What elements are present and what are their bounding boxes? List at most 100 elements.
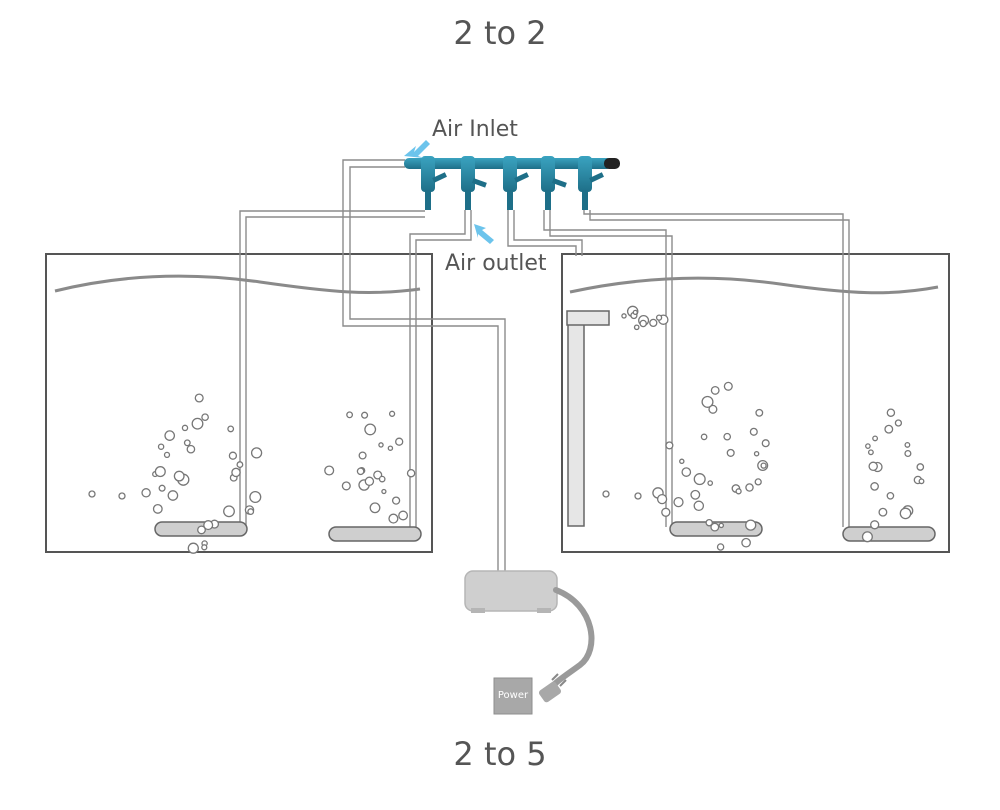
left-water-surface [54,274,421,294]
heater-clip [566,310,610,326]
valve-2 [461,156,475,192]
valve-nozzle-5 [582,190,588,210]
bubble [639,319,647,328]
bubble [700,433,708,441]
bubble [918,478,925,485]
bubble [679,458,685,465]
bubble [693,500,705,512]
bubble [701,395,714,408]
bubble [878,507,888,517]
power-box [493,677,533,715]
bubble [247,508,255,516]
bubble [158,484,166,492]
bubble [183,439,191,447]
bubble [899,507,912,520]
bubble [707,480,714,486]
bubble [167,490,179,501]
air-pump-foot-right [537,608,551,613]
bubble [203,520,214,531]
bubble [163,451,171,459]
right-water-surface [569,276,939,295]
bubble [865,443,871,449]
valve-1 [421,156,435,192]
bubble [755,408,764,417]
bubble [369,502,381,514]
bubble [173,470,185,482]
bubble [884,424,894,434]
bubble [181,424,189,432]
valve-5 [578,156,592,192]
bubble [708,404,718,414]
bubble [716,543,725,551]
bubble [693,473,706,486]
inlet-arrow [404,140,430,158]
bubble [223,505,235,518]
bubble [681,467,692,477]
bubble [364,423,377,436]
bubble [621,313,627,319]
bubble [868,461,878,472]
bubble [710,385,720,395]
bubble [870,482,879,491]
bubble [723,381,733,391]
bubble [754,478,762,486]
bubble [164,430,176,441]
bubble [201,413,209,422]
bubble [191,417,204,430]
bubble [753,450,760,457]
bubble [398,510,409,521]
outlet-arrow [474,224,494,244]
bubble [201,544,208,551]
bubble [904,441,911,448]
air-stones [154,521,936,542]
bubble [690,489,701,500]
bubble [391,496,401,505]
valve-knob-3 [514,172,529,183]
bubble [194,393,204,403]
bubble [632,309,638,316]
bubble [227,425,235,433]
valve-knob-4 [551,178,567,188]
air-pump [464,570,558,612]
valve-nozzle-2 [465,190,471,210]
bubble [870,520,880,530]
air-pump-foot-left [471,608,485,613]
bubble [186,444,196,454]
bubble [705,518,713,527]
air-stone-left-2 [328,526,422,542]
bubble [388,410,396,417]
bubble [649,318,658,328]
bubble [745,519,757,531]
bubble [867,449,874,456]
left-tank [45,253,433,553]
bubble [378,442,384,448]
air-stone-right-2 [842,526,936,542]
bubble [231,467,241,478]
bubble [886,408,896,417]
bubble [673,496,684,508]
bubble [388,513,399,524]
power-plug [538,673,567,703]
title-top: 2 to 2 [453,14,547,52]
bubble [236,461,244,469]
valve-nozzle-1 [425,190,431,210]
bubble [634,492,642,500]
valve-3 [503,156,517,192]
title-bottom: 2 to 5 [453,735,547,773]
bubble [341,481,351,491]
air-inlet-label: Air Inlet [432,117,518,142]
bubble [395,437,404,446]
bubble [187,542,199,554]
bubble [197,525,206,535]
bubble [602,490,610,498]
bubble [228,451,238,460]
bubble [249,490,262,504]
bubble [358,451,367,460]
bubble [88,490,96,498]
valve-4 [541,156,555,192]
air-outlet-label: Air outlet [445,251,547,276]
bubble [872,435,879,442]
valve-knob-5 [589,172,604,183]
bubble [741,537,751,548]
